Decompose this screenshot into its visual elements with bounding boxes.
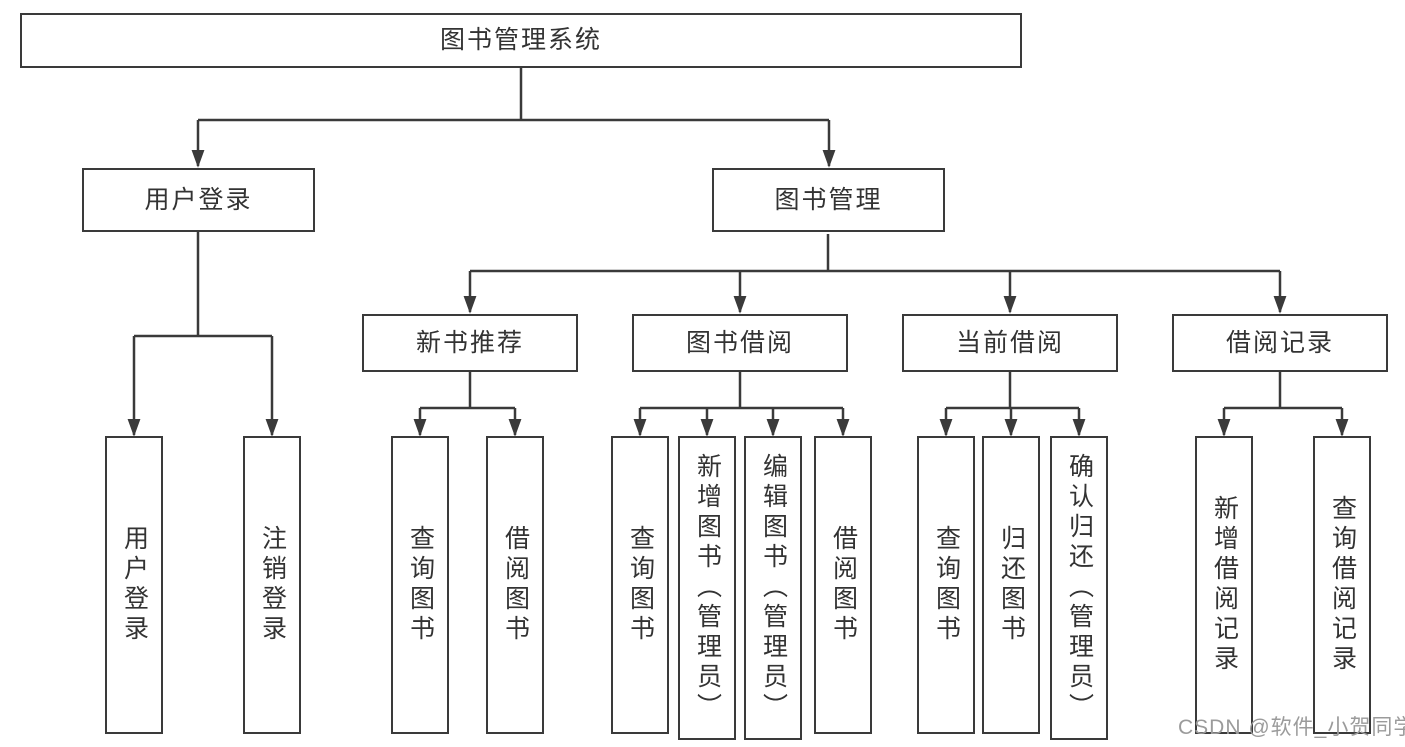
leaf-borrow-books-1-label: 借阅图书 [501, 525, 530, 645]
edges-current-borrow [939, 372, 1086, 437]
csdn-watermark: CSDN @软件_小贺同学 [1178, 716, 1405, 739]
leaf-query-books-2: 查询图书 [611, 436, 669, 734]
edges-book-management [463, 234, 1287, 314]
leaf-edit-book-admin-label: 编辑图书（管理员） [759, 453, 788, 723]
edges-book-borrow [633, 372, 850, 437]
leaf-user-login-label: 用户登录 [120, 525, 149, 645]
leaf-query-books-1-label: 查询图书 [406, 525, 435, 645]
leaf-borrow-books-2: 借阅图书 [814, 436, 872, 734]
node-user-login: 用户登录 [82, 168, 315, 232]
node-user-login-label: 用户登录 [144, 185, 253, 214]
leaf-query-books-3-label: 查询图书 [932, 525, 961, 645]
node-book-management: 图书管理 [712, 168, 945, 232]
node-borrow-records: 借阅记录 [1172, 314, 1388, 372]
edges-new-book-recommend [413, 372, 522, 437]
node-current-borrow: 当前借阅 [902, 314, 1118, 372]
node-new-book-recommend: 新书推荐 [362, 314, 578, 372]
leaf-return-books-label: 归还图书 [997, 525, 1026, 645]
leaf-confirm-return-admin-label: 确认归还（管理员） [1065, 453, 1094, 723]
node-borrow-records-label: 借阅记录 [1225, 328, 1334, 357]
leaf-return-books: 归还图书 [982, 436, 1040, 734]
node-root-label: 图书管理系统 [439, 26, 602, 54]
leaf-confirm-return-admin: 确认归还（管理员） [1050, 436, 1108, 740]
leaf-query-books-3: 查询图书 [917, 436, 975, 734]
leaf-borrow-books-1: 借阅图书 [486, 436, 544, 734]
leaf-add-book-admin-label: 新增图书（管理员） [693, 453, 722, 723]
node-book-borrow-label: 图书借阅 [685, 328, 794, 357]
edges-user-login [127, 232, 279, 437]
node-new-book-recommend-label: 新书推荐 [415, 328, 524, 357]
node-current-borrow-label: 当前借阅 [955, 328, 1064, 357]
leaf-logout: 注销登录 [243, 436, 301, 734]
node-book-management-label: 图书管理 [774, 185, 883, 214]
leaf-borrow-books-2-label: 借阅图书 [829, 525, 858, 645]
leaf-add-book-admin: 新增图书（管理员） [678, 436, 736, 740]
leaf-query-books-2-label: 查询图书 [626, 525, 655, 645]
node-root: 图书管理系统 [20, 13, 1022, 68]
leaf-user-login: 用户登录 [105, 436, 163, 734]
leaf-add-borrow-record-label: 新增借阅记录 [1210, 495, 1239, 675]
leaf-query-borrow-record-label: 查询借阅记录 [1328, 495, 1357, 675]
node-book-borrow: 图书借阅 [632, 314, 848, 372]
leaf-add-borrow-record: 新增借阅记录 [1195, 436, 1253, 734]
edges-root [191, 68, 836, 168]
edges-borrow-records [1217, 372, 1349, 437]
leaf-logout-label: 注销登录 [258, 525, 287, 645]
leaf-query-books-1: 查询图书 [391, 436, 449, 734]
leaf-edit-book-admin: 编辑图书（管理员） [744, 436, 802, 740]
leaf-query-borrow-record: 查询借阅记录 [1313, 436, 1371, 734]
